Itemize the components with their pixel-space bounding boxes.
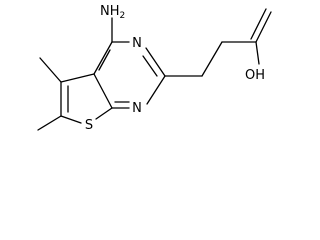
bond-ch2a-ch2b	[201, 41, 223, 77]
bond-c5-methyl	[39, 57, 62, 83]
atom-sulfur-label: S	[85, 118, 93, 133]
bond-cooh-o-second	[250, 8, 267, 40]
structure-diagram: NH2 N N S OH	[37, 4, 272, 133]
bond-s-c7a	[95, 107, 113, 120]
bond-n3-c2-inner	[142, 55, 158, 77]
atom-hydroxyl-label: OH	[245, 68, 265, 83]
bond-c2-n1	[146, 75, 166, 105]
bond-c4-c4a-inner	[98, 49, 111, 71]
bond-n3-c2	[145, 47, 166, 77]
bond-c7a-c4a	[93, 73, 113, 109]
bond-c6-s	[60, 115, 82, 124]
bond-cooh-o	[255, 11, 272, 43]
bond-c4-c4a	[93, 41, 113, 75]
atom-amino-label: NH2	[100, 4, 125, 21]
bond-c4a-c5	[60, 73, 95, 83]
bond-cooh-oh	[255, 41, 260, 65]
bond-c6-methyl	[37, 115, 62, 131]
atom-n1-label: N	[132, 101, 142, 116]
atom-n3-label: N	[132, 36, 142, 51]
